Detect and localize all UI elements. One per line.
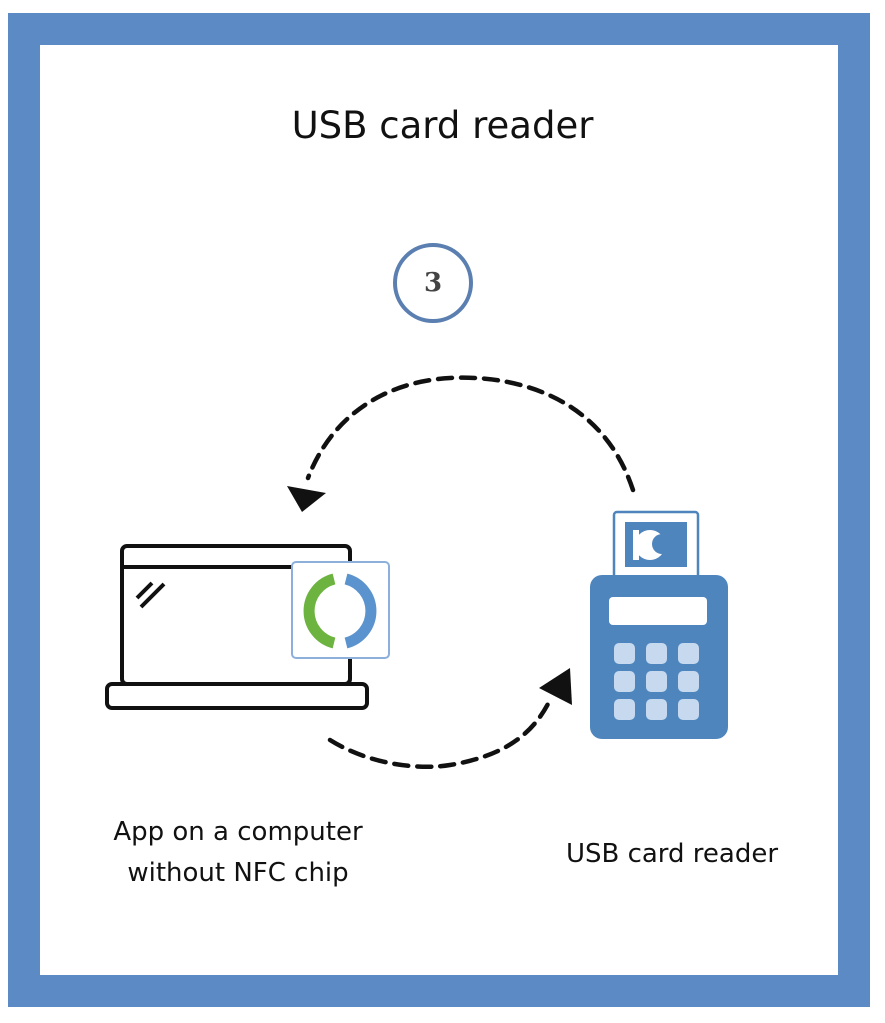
usb-card-reader-icon	[590, 575, 728, 739]
diagram-title: USB card reader	[291, 104, 594, 147]
step-number-badge: 3	[393, 243, 473, 323]
dashed-arrow-to-reader-icon	[327, 668, 572, 769]
app-logo-icon	[291, 561, 390, 659]
computer-caption-line1: App on a computer	[113, 817, 363, 847]
computer-caption: App on a computer without NFC chip	[88, 812, 388, 894]
diagram-frame	[8, 13, 870, 1007]
computer-caption-line2: without NFC chip	[127, 858, 349, 888]
reader-caption: USB card reader	[565, 839, 779, 869]
dashed-arrow-to-computer-icon	[287, 375, 636, 512]
id-card-icon	[612, 510, 700, 584]
